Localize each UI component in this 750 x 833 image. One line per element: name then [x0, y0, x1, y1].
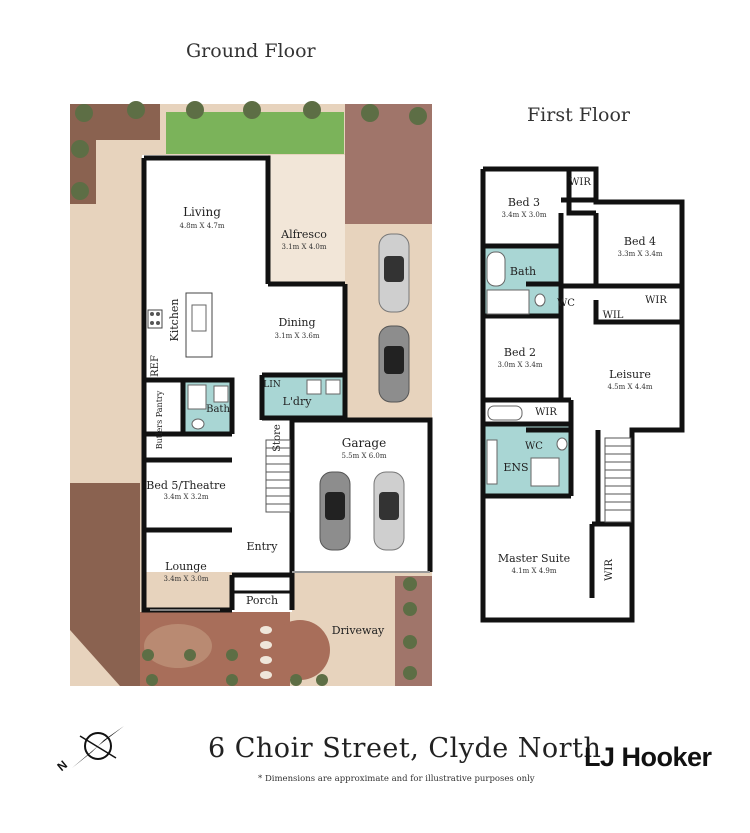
lounge-dim: 3.4m X 3.0m	[164, 575, 209, 583]
first-bath-label: Bath	[510, 265, 536, 278]
stairs-icon	[604, 437, 632, 523]
wir-master-label: WIR	[604, 559, 615, 581]
master-suite-label: Master Suite	[498, 552, 570, 565]
bathtub-icon	[487, 405, 523, 421]
laundry-label: L'dry	[283, 395, 313, 408]
lawn	[166, 112, 344, 154]
ground-walls	[141, 155, 433, 613]
cooktop-icon	[147, 309, 163, 329]
stepping-stones	[260, 626, 272, 679]
ground-bath-label: Bath	[206, 404, 230, 415]
leisure-label: Leisure	[609, 368, 651, 381]
alfresco-dim: 3.1m X 4.0m	[282, 243, 327, 251]
bed4-label: Bed 4	[624, 235, 656, 248]
living-dim: 4.8m X 4.7m	[180, 222, 225, 230]
garage-label: Garage	[342, 436, 386, 450]
dining-dim: 3.1m X 3.6m	[275, 332, 320, 340]
car-icon	[319, 233, 410, 551]
bathtub-icon	[486, 251, 506, 287]
alfresco-label: Alfresco	[280, 228, 327, 241]
compass-icon: N	[54, 726, 124, 774]
bed5-dim: 3.4m X 3.2m	[164, 493, 209, 501]
brand-logo: LJ Hooker	[584, 742, 712, 772]
toilet-icon	[556, 437, 568, 451]
toilet-icon	[191, 418, 205, 430]
living-label: Living	[183, 205, 221, 219]
ens-label: ENS	[503, 461, 528, 474]
master-suite-dim: 4.1m X 4.9m	[512, 567, 557, 575]
bed4-dim: 3.3m X 3.4m	[618, 250, 663, 258]
wil-label: WIL	[603, 310, 624, 321]
front-garden-left	[70, 483, 140, 686]
wir-bed3-label: WIR	[569, 177, 591, 188]
wc-upper-label: WC	[557, 298, 575, 309]
lin-label: LIN	[263, 380, 281, 390]
kitchen-label: Kitchen	[168, 299, 181, 342]
leisure-dim: 4.5m X 4.4m	[608, 383, 653, 391]
wir-bed2-label: WIR	[535, 407, 557, 418]
bed2-dim: 3.0m X 3.4m	[498, 361, 543, 369]
wc-ens-label: WC	[525, 441, 543, 452]
bed5-label: Bed 5/Theatre	[146, 479, 226, 492]
sink-icon	[213, 385, 229, 403]
bed3-dim: 3.4m X 3.0m	[502, 211, 547, 219]
shower-icon	[486, 289, 530, 315]
driveway-label: Driveway	[332, 624, 385, 637]
kitchen-island	[185, 292, 213, 358]
property-address: 6 Choir Street, Clyde North	[208, 733, 602, 764]
ground-floor-title: Ground Floor	[186, 40, 316, 62]
bed3-label: Bed 3	[508, 196, 540, 209]
shower-icon	[187, 384, 207, 410]
dining-label: Dining	[278, 316, 315, 329]
lounge-label: Lounge	[165, 560, 207, 573]
ground-floor-plan: Living 4.8m X 4.7m Alfresco 3.1m X 4.0m …	[70, 101, 433, 686]
sink-icon	[191, 304, 207, 332]
wir-bed4-label: WIR	[645, 295, 667, 306]
compass-north-letter: N	[54, 758, 70, 774]
tree-icon	[71, 101, 427, 686]
bed2-label: Bed 2	[504, 346, 536, 359]
garage-dim: 5.5m X 6.0m	[342, 452, 387, 460]
first-walls	[480, 166, 685, 623]
store-label: Store	[272, 424, 283, 452]
sink-icon	[486, 439, 498, 485]
stairs-icon	[265, 439, 291, 513]
entry-label: Entry	[246, 540, 278, 553]
first-floor-title: First Floor	[527, 104, 630, 126]
ref-label: REF	[150, 355, 161, 377]
first-floor-plan: Bed 3 3.4m X 3.0m WIR Bed 4 3.3m X 3.4m …	[480, 166, 685, 623]
butlers-pantry-label: Butlers Pantry	[155, 390, 164, 449]
toilet-icon	[534, 293, 546, 307]
porch-label: Porch	[246, 594, 278, 607]
shower-icon	[530, 457, 560, 487]
alfresco-floor	[268, 155, 345, 282]
sink-icon	[306, 379, 322, 395]
dimensions-disclaimer: * Dimensions are approximate and for ill…	[258, 774, 535, 784]
